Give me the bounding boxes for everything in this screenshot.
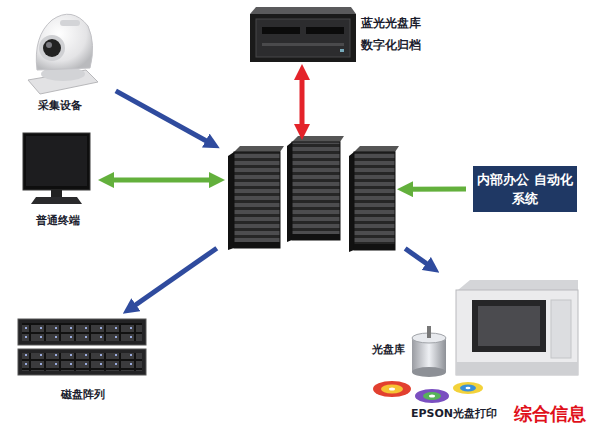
disc-printer-illustration bbox=[456, 290, 578, 375]
flow-arrow bbox=[129, 248, 216, 309]
disk-array-illustration bbox=[18, 349, 146, 375]
disc-library-label: 光盘库 bbox=[372, 342, 405, 357]
server-rack-illustration bbox=[234, 146, 284, 152]
disc-printer-illustration bbox=[478, 306, 540, 346]
camera-device: 采集设备 bbox=[20, 5, 100, 115]
bluray-library-illustration bbox=[306, 27, 344, 34]
server-cluster bbox=[225, 138, 397, 252]
camera-illustration bbox=[39, 35, 65, 61]
bluray-library-illustration bbox=[256, 19, 350, 57]
server-rack-illustration bbox=[354, 152, 395, 250]
disc-stack-illustration bbox=[389, 388, 395, 391]
node-caption: 内部办公 自动化系统 bbox=[473, 170, 577, 208]
server-rack-illustration bbox=[234, 152, 280, 248]
disk-array-illustration bbox=[18, 319, 146, 375]
disc-printer-illustration bbox=[472, 300, 546, 352]
server-rack-illustration bbox=[292, 136, 344, 142]
office-system-box: 内部办公 自动化系统 bbox=[473, 166, 577, 212]
disk-array-illustration bbox=[22, 353, 142, 371]
camera-illustration bbox=[43, 39, 61, 57]
node-caption: 磁盘阵列 bbox=[15, 388, 150, 402]
server-rack-illustration bbox=[354, 244, 395, 250]
flow-arrow bbox=[405, 249, 433, 269]
bluray-library-illustration bbox=[250, 14, 356, 62]
disk-array: 磁盘阵列 bbox=[15, 315, 150, 405]
flow-arrow bbox=[106, 178, 217, 183]
bluray-library-illustration bbox=[262, 43, 344, 46]
server-rack-illustration bbox=[287, 142, 292, 242]
node-caption: 普通终端 bbox=[15, 214, 100, 228]
server-rack-illustration bbox=[228, 152, 234, 250]
bluray-library-illustration bbox=[262, 27, 300, 34]
disc-printer-illustration bbox=[456, 280, 578, 375]
server-rack-illustration bbox=[292, 234, 340, 240]
disc-stack-illustration bbox=[466, 387, 471, 389]
server-rack-illustration bbox=[354, 146, 399, 152]
monitor-illustration bbox=[23, 133, 90, 190]
server-rack-illustration bbox=[292, 142, 340, 240]
disc-stack-illustration bbox=[381, 385, 403, 394]
monitor-illustration bbox=[23, 133, 90, 204]
server-rack-illustration bbox=[349, 152, 354, 252]
monitor-illustration bbox=[26, 136, 87, 186]
disk-array-illustration bbox=[18, 319, 146, 345]
bluray-library: 蓝光光盘库 数字化归档 bbox=[245, 2, 435, 66]
disc-stack-illustration bbox=[429, 395, 435, 398]
disk-array-illustration bbox=[22, 323, 142, 341]
monitor-illustration bbox=[31, 197, 82, 204]
node-caption: 采集设备 bbox=[20, 99, 100, 113]
bluray-library-illustration bbox=[250, 7, 356, 62]
flow-arrow bbox=[116, 91, 213, 145]
bluray-library-illustration bbox=[340, 49, 344, 52]
disc-stack-illustration bbox=[415, 389, 449, 403]
server-rack-illustration bbox=[234, 242, 280, 248]
camera-illustration bbox=[60, 20, 80, 26]
node-caption: EPSON光盘打印 bbox=[398, 407, 510, 421]
disc-stack-illustration bbox=[460, 385, 476, 392]
disc-stack-illustration bbox=[453, 382, 483, 394]
camera-illustration bbox=[36, 14, 92, 70]
monitor-illustration bbox=[51, 190, 62, 197]
disc-printer-illustration bbox=[456, 362, 578, 375]
disc-stack-illustration bbox=[423, 392, 441, 400]
server-rack-illustration bbox=[228, 136, 399, 252]
disc-stack-illustration bbox=[373, 326, 483, 403]
disc-stack-illustration bbox=[373, 381, 411, 397]
node-caption: 蓝光光盘库 数字化归档 bbox=[361, 12, 429, 56]
bluray-library-illustration bbox=[250, 7, 356, 14]
disc-printer-illustration bbox=[458, 280, 578, 290]
watermark: 综合信息 bbox=[512, 402, 588, 426]
camera-illustration bbox=[28, 14, 98, 94]
flow-arrow bbox=[405, 187, 466, 192]
disc-stack-illustration bbox=[412, 367, 446, 377]
terminal-monitor: 普通终端 bbox=[15, 130, 100, 230]
flow-arrow bbox=[300, 72, 305, 132]
disc-stack-illustration bbox=[427, 326, 431, 338]
disc-printer-illustration bbox=[551, 300, 571, 358]
camera-illustration bbox=[46, 42, 52, 48]
